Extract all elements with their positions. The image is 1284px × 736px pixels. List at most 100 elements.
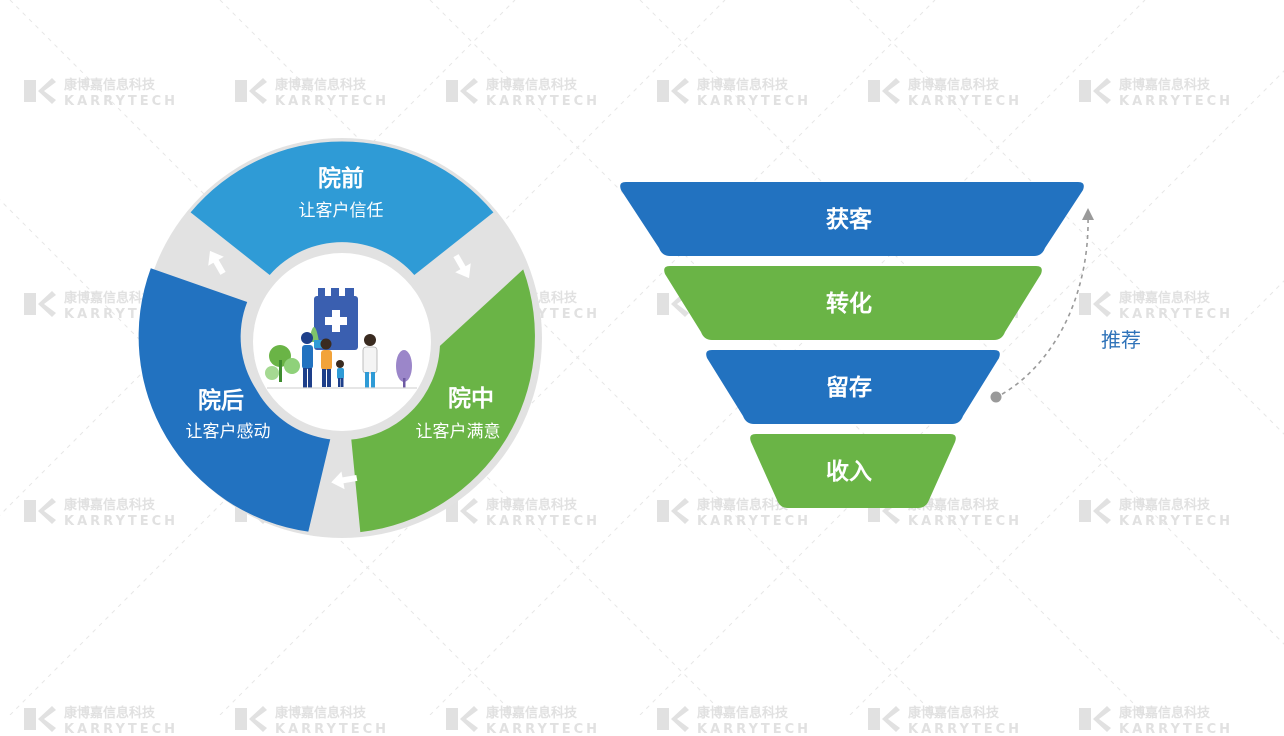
watermark-en: KARRYTECH xyxy=(697,94,811,108)
feedback-arrow xyxy=(994,214,1089,399)
watermark-cn: 康博嘉信息科技 xyxy=(275,77,367,93)
arrowhead-icon xyxy=(1082,208,1094,220)
watermark-en: KARRYTECH xyxy=(486,94,600,108)
watermark-en: KARRYTECH xyxy=(1119,722,1233,736)
watermark-cn: 康博嘉信息科技 xyxy=(486,77,578,93)
watermark-en: KARRYTECH xyxy=(697,514,811,528)
karrytech-logo-icon xyxy=(24,706,56,732)
watermark-cn: 康博嘉信息科技 xyxy=(486,497,578,513)
watermark-en: KARRYTECH xyxy=(697,722,811,736)
watermark-cn: 康博嘉信息科技 xyxy=(908,497,1000,513)
watermark-cn: 康博嘉信息科技 xyxy=(64,705,156,721)
arrow-icon xyxy=(331,471,358,490)
watermark-cn: 康博嘉信息科技 xyxy=(908,77,1000,93)
karrytech-logo-icon xyxy=(446,498,478,524)
watermark-cn: 康博嘉信息科技 xyxy=(1119,290,1211,306)
funnel-stage-label: 留存 xyxy=(826,374,872,401)
watermark-en: KARRYTECH xyxy=(1119,514,1233,528)
karrytech-logo-icon xyxy=(235,78,267,104)
watermark-en: KARRYTECH xyxy=(1119,307,1233,321)
in-hospital-subtitle: 让客户满意 xyxy=(416,422,501,442)
karrytech-logo-icon xyxy=(24,291,56,317)
hospital-family-illustration-icon xyxy=(265,288,417,389)
segment-pre-hospital xyxy=(190,141,494,275)
karrytech-logo-icon xyxy=(446,78,478,104)
arrow-icon xyxy=(453,254,471,279)
watermark-en: KARRYTECH xyxy=(64,722,178,736)
watermark-en: KARRYTECH xyxy=(908,514,1022,528)
referral-label: 推荐 xyxy=(1101,328,1141,352)
watermark-en: KARRYTECH xyxy=(64,514,178,528)
in-hospital-title: 院中 xyxy=(448,385,494,412)
watermark-cn: 康博嘉信息科技 xyxy=(697,497,789,513)
watermark-cn: 康博嘉信息科技 xyxy=(1119,497,1211,513)
watermark-cn: 康博嘉信息科技 xyxy=(275,705,367,721)
post-hospital-subtitle: 让客户感动 xyxy=(186,422,271,442)
watermark-cn: 康博嘉信息科技 xyxy=(64,290,156,306)
karrytech-logo-icon xyxy=(1079,706,1111,732)
watermark-en: KARRYTECH xyxy=(486,514,600,528)
karrytech-logo-icon xyxy=(657,498,689,524)
karrytech-logo-icon xyxy=(868,78,900,104)
watermark-cn: 康博嘉信息科技 xyxy=(64,497,156,513)
funnel-stage-2 xyxy=(664,266,1042,340)
karrytech-logo-icon xyxy=(1079,78,1111,104)
watermark-en: KARRYTECH xyxy=(486,722,600,736)
arrow-icon xyxy=(208,250,226,275)
watermark-cn: 康博嘉信息科技 xyxy=(697,77,789,93)
funnel-stage-3 xyxy=(706,350,1000,424)
karrytech-logo-icon xyxy=(446,706,478,732)
pre-hospital-subtitle: 让客户信任 xyxy=(299,201,384,221)
segment-post-hospital xyxy=(138,268,332,532)
watermark-cn: 康博嘉信息科技 xyxy=(64,77,156,93)
watermark-en: KARRYTECH xyxy=(275,722,389,736)
watermark-en: KARRYTECH xyxy=(275,94,389,108)
watermark-cn: 康博嘉信息科技 xyxy=(1119,77,1211,93)
watermark-en: KARRYTECH xyxy=(908,94,1022,108)
funnel-stage-1 xyxy=(620,182,1084,256)
watermark-cn: 康博嘉信息科技 xyxy=(486,705,578,721)
watermark-cn: 康博嘉信息科技 xyxy=(1119,705,1211,721)
watermark-cn: 康博嘉信息科技 xyxy=(697,705,789,721)
karrytech-logo-icon xyxy=(657,78,689,104)
karrytech-logo-icon xyxy=(1079,291,1111,317)
segment-in-hospital xyxy=(350,269,535,533)
cycle-diagram: 院前 让客户信任 院中 让客户满意 院后 让客户感动 xyxy=(138,138,542,538)
funnel-stage-4 xyxy=(750,434,956,508)
karrytech-logo-icon xyxy=(235,706,267,732)
watermark-en: KARRYTECH xyxy=(64,94,178,108)
karrytech-logo-icon xyxy=(1079,498,1111,524)
post-hospital-title: 院后 xyxy=(198,387,244,414)
karrytech-logo-icon xyxy=(657,706,689,732)
funnel-stage-label: 获客 xyxy=(826,206,873,233)
watermark-cn: 康博嘉信息科技 xyxy=(908,705,1000,721)
funnel-stage-label: 转化 xyxy=(826,290,872,317)
karrytech-logo-icon xyxy=(24,78,56,104)
funnel-stage-label: 收入 xyxy=(826,458,872,485)
karrytech-logo-icon xyxy=(868,706,900,732)
karrytech-logo-icon xyxy=(24,498,56,524)
feedback-origin-dot xyxy=(990,391,1002,403)
pre-hospital-title: 院前 xyxy=(318,165,364,192)
watermark-en: KARRYTECH xyxy=(908,722,1022,736)
watermark-en: KARRYTECH xyxy=(1119,94,1233,108)
